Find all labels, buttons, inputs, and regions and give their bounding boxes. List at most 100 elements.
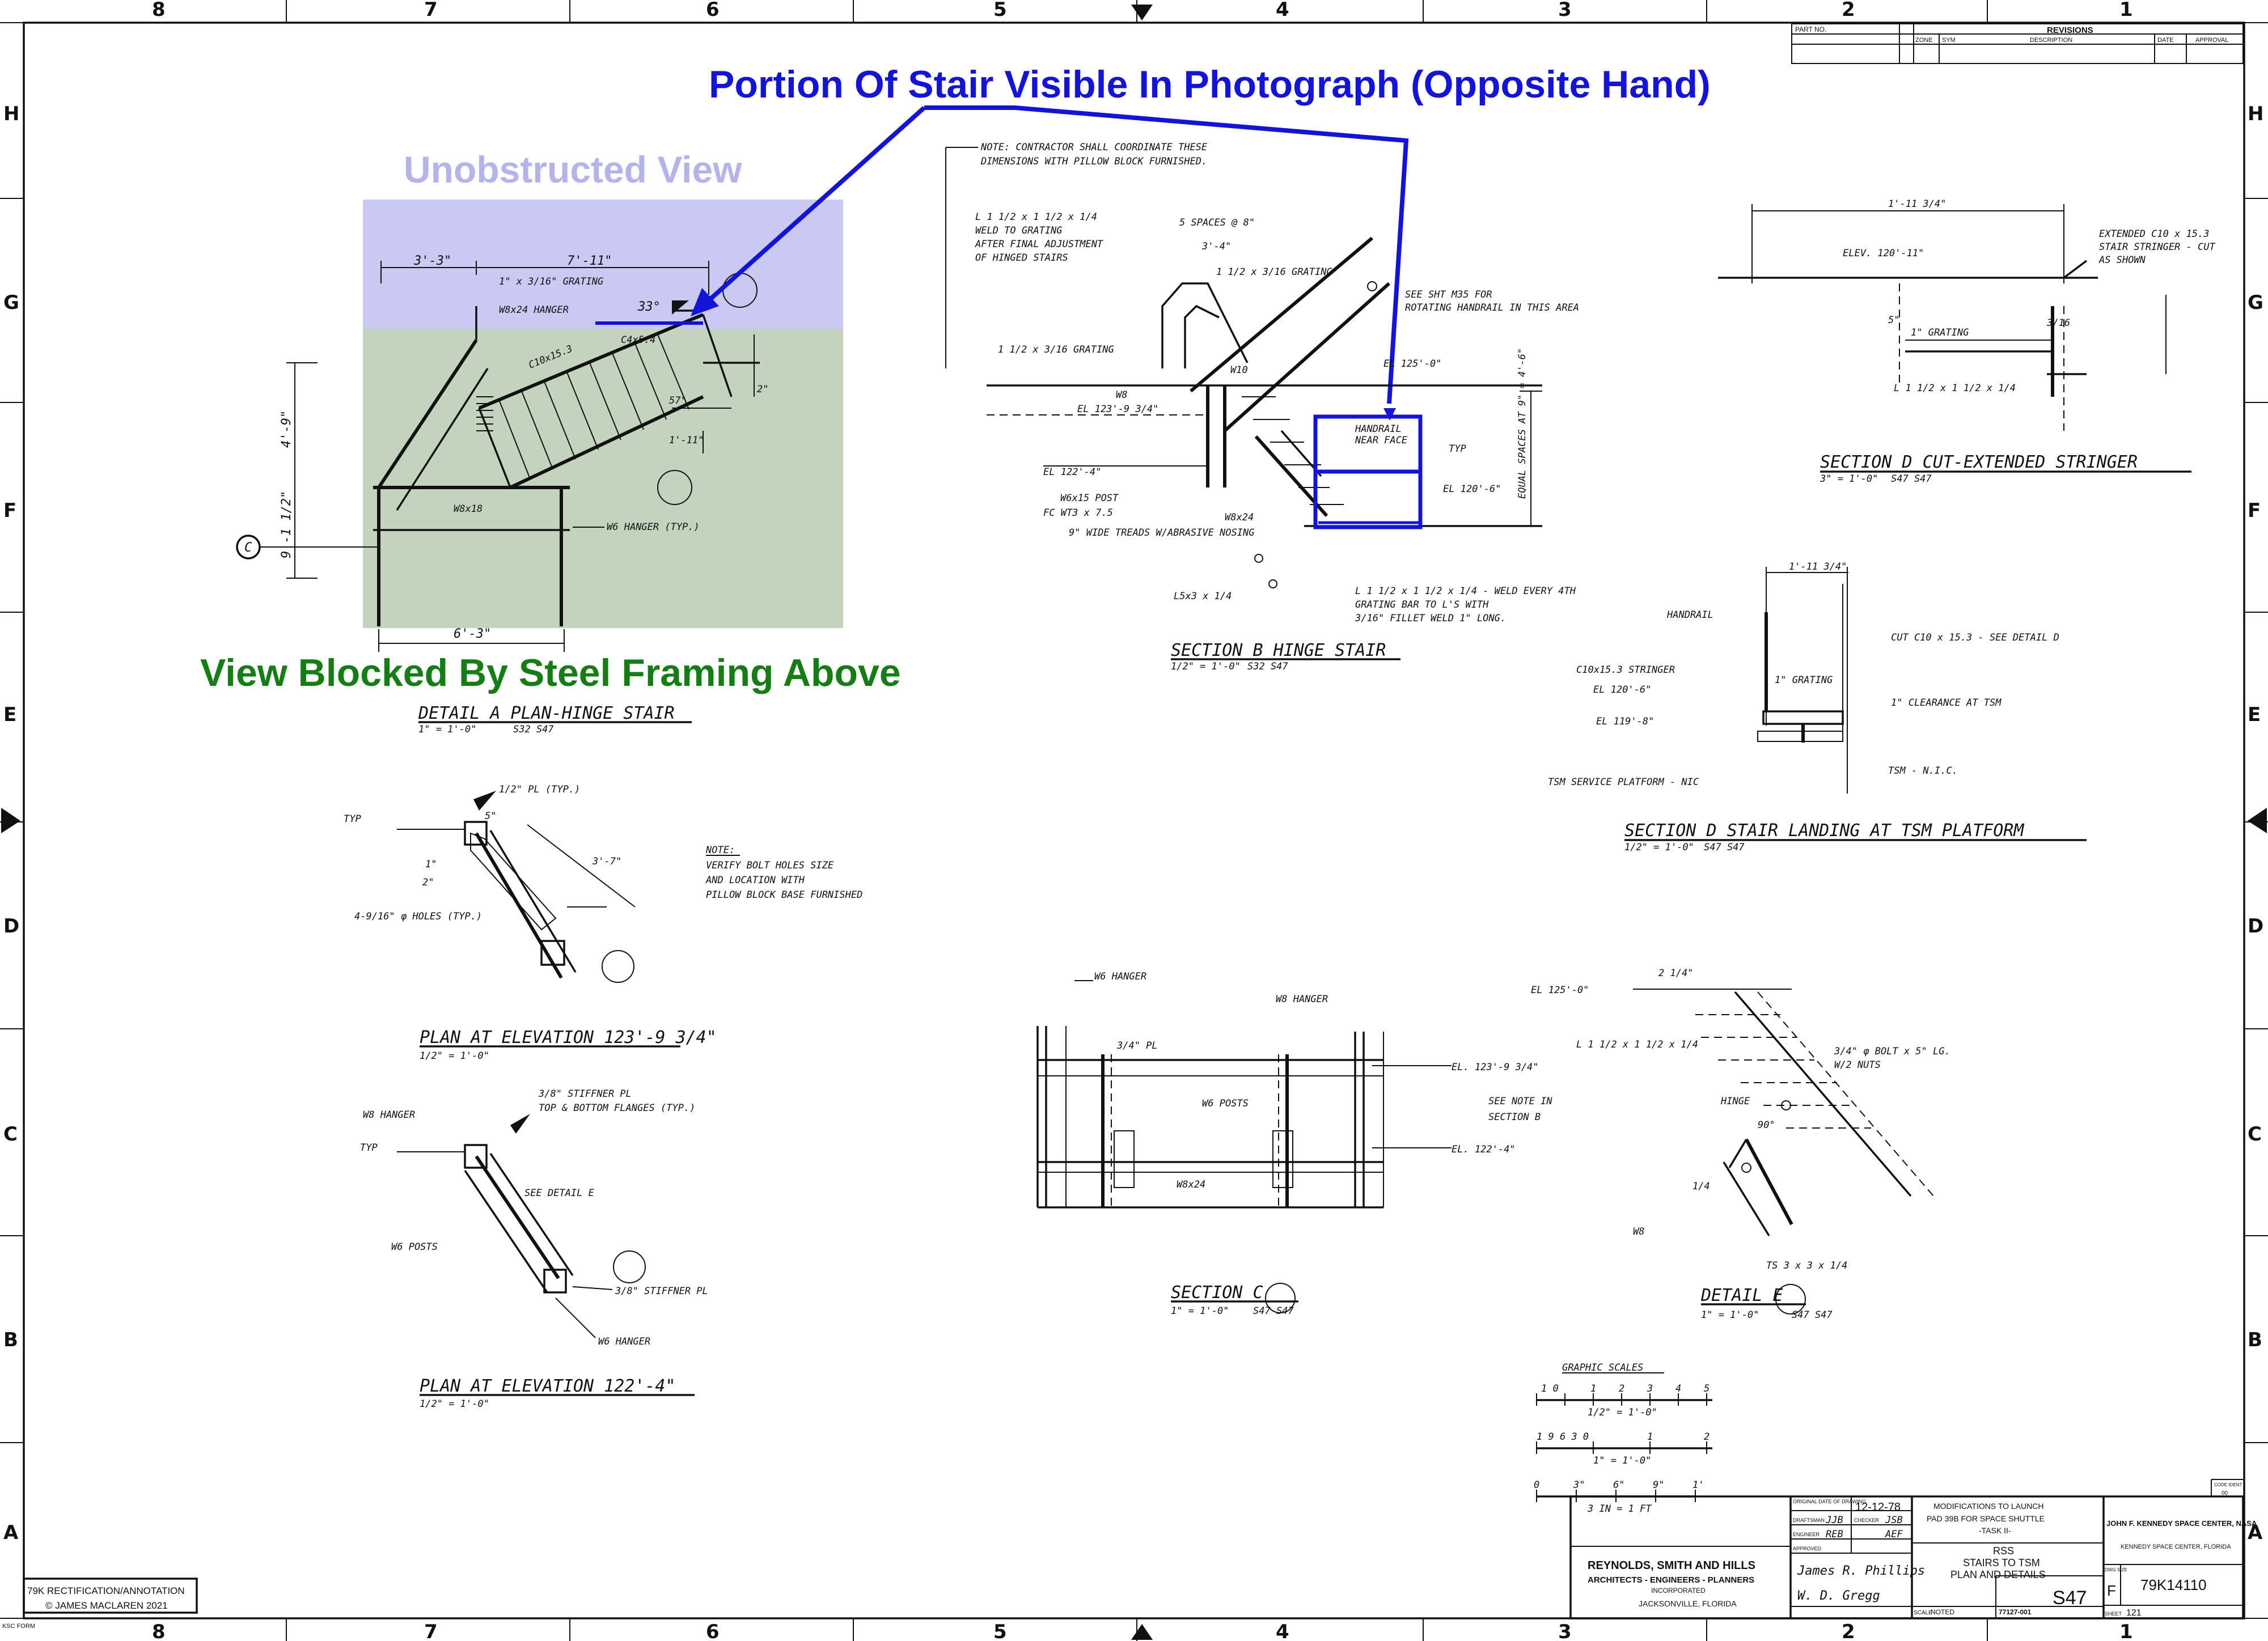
row-label: B (2248, 1329, 2262, 1351)
plan-1239-title: PLAN AT ELEVATION 123'-9 3/4" (420, 1028, 717, 1048)
label: 5" (485, 811, 496, 822)
title-block: REYNOLDS, SMITH AND HILLS ARCHITECTS - E… (1569, 1479, 2257, 1619)
detail-a-title: DETAIL A PLAN-HINGE STAIR (418, 703, 675, 723)
firm-name: REYNOLDS, SMITH AND HILLS (1588, 1559, 1755, 1572)
section-c-scale: 1" = 1'-0" (1171, 1305, 1229, 1317)
row-label: E (2248, 703, 2261, 726)
label: W8 (1633, 1226, 1644, 1237)
label: 1" (425, 859, 437, 870)
code-label: CODE IDENT (2214, 1482, 2242, 1487)
revisions-title: REVISIONS (2047, 26, 2093, 35)
col-label: 7 (424, 0, 438, 21)
section-b-title: SECTION B HINGE STAIR (1171, 641, 1386, 660)
row-label: A (3, 1521, 19, 1544)
sheet-value: 121 (2126, 1608, 2142, 1618)
label: SEE NOTE IN (1488, 1096, 1552, 1107)
row-label: G (3, 291, 19, 314)
label: TYP (1449, 443, 1466, 455)
label: AS SHOWN (2098, 255, 2146, 266)
col-label: 3 (1558, 0, 1572, 21)
label: HANDRAIL (1355, 423, 1402, 435)
label: SEE DETAIL E (524, 1188, 595, 1199)
engineer-label: ENGINEER (1793, 1532, 1820, 1537)
engineer-value: REB (1826, 1529, 1843, 1540)
detail-e-title: DETAIL E (1700, 1286, 1783, 1305)
credit-line-2: © JAMES MACLAREN 2021 (45, 1600, 168, 1611)
right-center-arrow (2248, 808, 2267, 833)
detail-a-scale: 1" = 1'-0" (418, 724, 476, 735)
label: 1/2" PL (TYP.) (499, 784, 580, 795)
row-label: D (2248, 915, 2263, 938)
label: W6 HANGER (598, 1336, 650, 1347)
project-line-2: PAD 39B FOR SPACE SHUTTLE (1927, 1514, 2045, 1523)
label: W8 HANGER (363, 1109, 415, 1121)
plan-1239-drawing: 1/2" PL (TYP.) TYP 4-9/16" φ HOLES (TYP.… (344, 784, 862, 1062)
label: CUT C10 x 15.3 - SEE DETAIL D (1891, 632, 2059, 643)
col-label: 6 (706, 0, 720, 21)
label: W/2 NUTS (1834, 1059, 1881, 1071)
label: 3'-7" (592, 856, 621, 867)
label: W10 (1230, 364, 1248, 376)
plan-1239-scale: 1/2" = 1'-0" (420, 1050, 489, 1062)
unobstructed-label: Unobstructed View (404, 149, 742, 190)
label: W8x18 (454, 503, 483, 515)
col-label: 4 (1276, 1621, 1289, 1641)
dim-text: 9'-1 1/2" (280, 491, 294, 558)
job-no: 77127-001 (1999, 1608, 2032, 1616)
blocked-overlay (363, 329, 843, 628)
col-label: 6 (706, 1621, 720, 1641)
section-d-landing-title: SECTION D STAIR LANDING AT TSM PLATFORM (1624, 821, 2024, 841)
label: FC WT3 x 7.5 (1043, 507, 1113, 519)
section-c-drawing: W6 HANGER W8 HANGER 3/4" PL W6 POSTS W8x… (1036, 971, 1552, 1317)
label: 57° (669, 395, 687, 406)
section-b-drawing: NOTE: CONTRACTOR SHALL COORDINATE THESE … (945, 142, 1579, 672)
label: EXTENDED C10 x 15.3 (2099, 228, 2209, 240)
tick: 1' (1692, 1479, 1704, 1491)
section-c-ref: S47 S47 (1253, 1305, 1294, 1317)
col-label: 4 (1276, 0, 1289, 21)
label: W6 HANGER (TYP.) (607, 521, 700, 533)
label: TYP (360, 1142, 378, 1154)
plan-1224-title: PLAN AT ELEVATION 122'-4" (420, 1376, 676, 1396)
tick: 4 (1675, 1383, 1681, 1394)
label: 3/16 (2046, 317, 2070, 329)
subtitle-3: PLAN AND DETAILS (1950, 1569, 2046, 1580)
label: TSM - N.I.C. (1888, 765, 1958, 777)
scale-value: NOTED (1931, 1608, 1954, 1616)
label: 3'-4" (1201, 241, 1231, 252)
section-d-landing-scale: 1/2" = 1'-0" (1624, 842, 1694, 853)
col-label: 3 (1558, 1621, 1572, 1641)
col-label: 1 (2119, 0, 2133, 21)
label: C10x15.3 STRINGER (1576, 664, 1675, 676)
label: EL. 123'-9 3/4" (1452, 1062, 1539, 1073)
plan-1239-note-4: PILLOW BLOCK BASE FURNISHED (706, 889, 862, 901)
scale-label: 1" = 1'-0" (1593, 1455, 1651, 1466)
sheet-label: SHEET (2105, 1611, 2122, 1617)
row-label: C (3, 1123, 18, 1146)
label: W8x24 (1177, 1179, 1205, 1190)
label: ROTATING HANDRAIL IN THIS AREA (1405, 302, 1579, 313)
plan-1239-note-1: NOTE: (705, 845, 735, 856)
label: EL 120'-6" (1593, 684, 1651, 696)
label: 1'-11" (669, 435, 704, 446)
label: 1" x 3/16" GRATING (499, 276, 603, 287)
plan-1239-note-2: VERIFY BOLT HOLES SIZE (706, 860, 834, 871)
tick: 1 0 (1541, 1383, 1559, 1394)
col-label: 5 (993, 1621, 1007, 1641)
plan-1224-drawing: W8 HANGER 3/8" STIFFNER PL TOP & BOTTOM … (360, 1088, 708, 1410)
section-c-title: SECTION C (1171, 1283, 1263, 1303)
plan-1224-scale: 1/2" = 1'-0" (420, 1398, 489, 1410)
dim-text: 3'-3" (413, 254, 451, 268)
row-label: G (2248, 291, 2263, 314)
tick: 6" (1613, 1479, 1624, 1491)
sheet-no: S47 (2053, 1587, 2087, 1609)
section-d-landing-drawing: 1'-11 3/4" HANDRAIL CUT C10 x 15.3 - SEE… (1548, 561, 2087, 853)
tick: 3" (1573, 1479, 1585, 1491)
col-label: 5 (993, 0, 1007, 21)
drafted-label: DRAFTSMAN (1793, 1517, 1825, 1523)
label: 5" (1888, 315, 1899, 326)
label: WELD TO GRATING (975, 225, 1063, 236)
row-label: H (2248, 103, 2263, 125)
label: W8 HANGER (1276, 994, 1328, 1005)
section-b-note-2: DIMENSIONS WITH PILLOW BLOCK FURNISHED. (980, 156, 1207, 167)
